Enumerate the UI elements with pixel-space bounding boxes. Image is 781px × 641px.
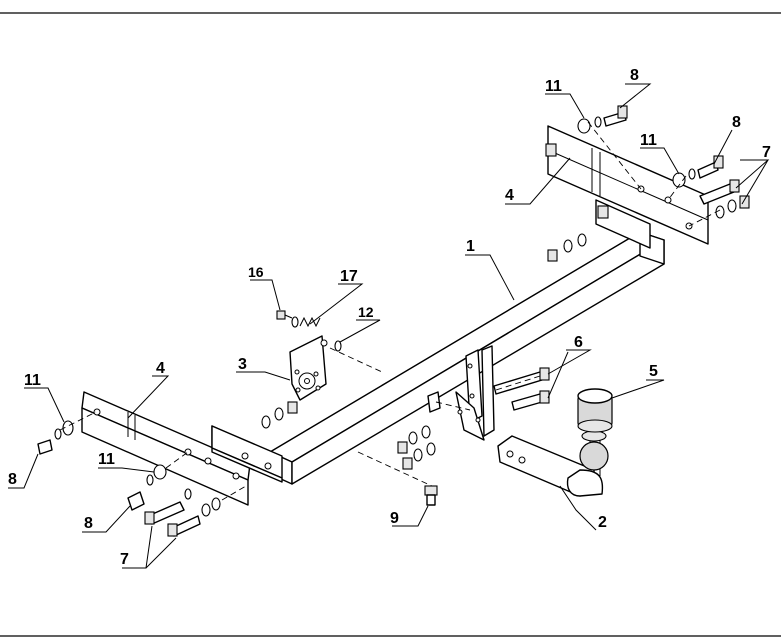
tow-ball-cover [577,388,613,433]
inner-plate-left [211,425,283,483]
callout-8-right-mid: 8 [732,114,741,131]
callout-11-left-mid: 11 [98,451,115,468]
callout-2: 2 [598,514,607,531]
callout-9: 9 [390,510,399,527]
hitch-bracket-fasteners [397,425,436,470]
screw-16 [276,310,293,320]
callout-12: 12 [358,304,374,320]
callout-7-left: 7 [120,551,129,568]
left-fasteners [37,420,221,537]
callout-4-right: 4 [505,187,514,204]
callout-8-left-mid: 8 [84,515,93,532]
callout-11-right-top: 11 [545,78,562,95]
socket-bracket-fasteners [261,401,298,429]
hitch-mount-brackets [427,345,495,441]
callout-1: 1 [466,238,475,255]
side-bracket-left [81,391,251,506]
callout-7-right: 7 [762,144,771,161]
assembly-lines [59,121,721,501]
bolts-6 [493,367,550,411]
right-fasteners [577,105,750,219]
bolt-9 [424,485,438,506]
beam-right-fasteners [547,233,587,262]
spring-part [291,316,321,328]
callout-16: 16 [248,264,264,280]
socket-bracket-plate [289,335,328,401]
nut-12 [334,340,342,352]
callout-5: 5 [649,363,658,380]
callout-17: 17 [340,268,358,285]
callout-6: 6 [574,334,583,351]
callout-3: 3 [238,356,247,373]
callout-8-left-bottom: 8 [8,471,17,488]
inner-plate-right [595,199,651,249]
side-bracket-right [545,125,709,245]
callout-8-right-top: 8 [630,67,639,84]
leader-lines [8,83,770,569]
callout-4-left: 4 [156,360,165,377]
callout-labels: 1 2 3 4 4 5 6 7 7 8 8 8 8 9 11 11 11 11 … [8,67,771,568]
callout-11-right-mid: 11 [640,132,657,149]
callout-11-left-top: 11 [24,372,41,389]
tow-ball-neck [497,435,604,497]
tow-ball [579,430,609,471]
